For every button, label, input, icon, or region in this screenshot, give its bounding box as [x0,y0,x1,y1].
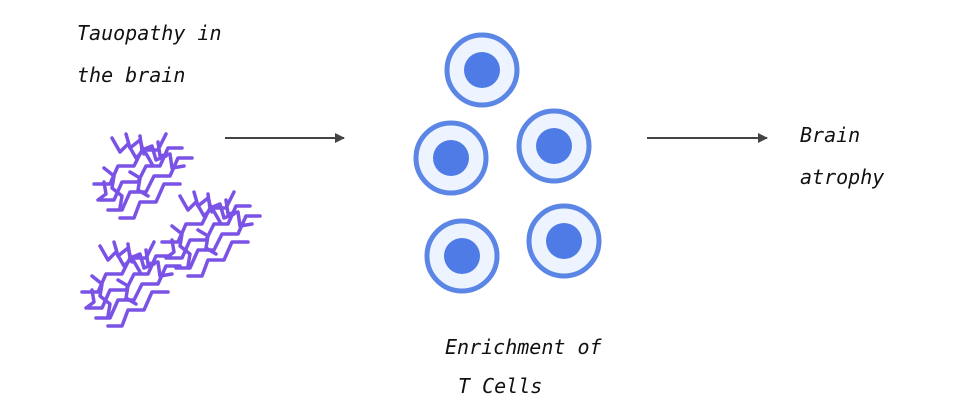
t-cell-icon [444,32,520,108]
t-cell-icon [413,120,489,196]
label-tauopathy-line1: Tauopathy in [77,21,222,45]
t-cell-icon [424,218,500,294]
tau-aggregates [80,132,262,328]
label-brain-atrophy-line2: atrophy [800,165,884,189]
label-t-cells-line2: T Cells [458,374,542,398]
tau-aggregate-icon [160,190,262,278]
label-brain-atrophy-line1: Brain [800,123,860,147]
t-cell-icon [516,108,592,184]
tau-aggregate-icon [80,240,182,328]
label-tauopathy-line2: the brain [77,63,185,87]
t-cell-icon [526,203,602,279]
t-cell-cluster [413,32,602,294]
tau-aggregate-icon [92,132,194,220]
label-t-cells-line1: Enrichment of [445,335,602,359]
